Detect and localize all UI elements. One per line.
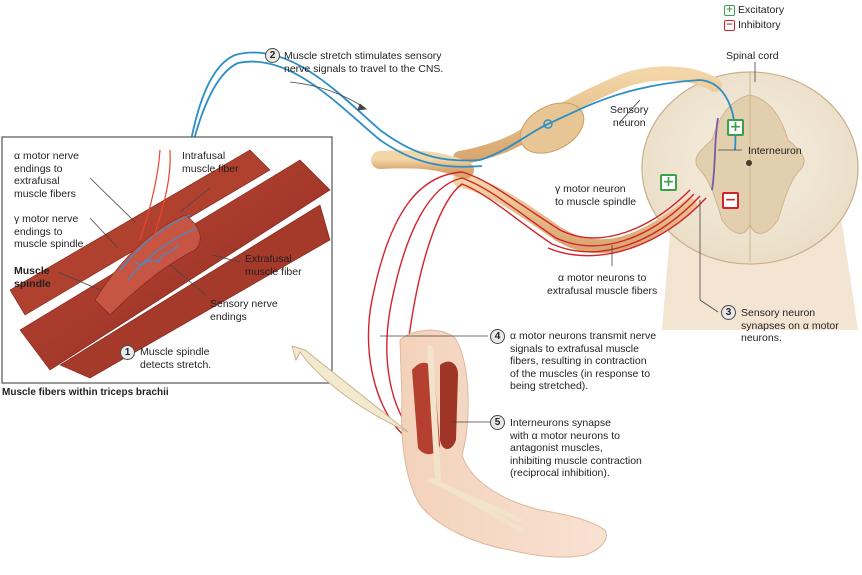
spinal-cord [641, 71, 859, 330]
step-4-badge: 4 [490, 329, 505, 344]
excitatory-legend-icon: + [724, 5, 735, 16]
sensory-neuron-path [177, 51, 737, 211]
label-interneuron: Interneuron [748, 145, 802, 157]
excitatory-synapse-icon: + [727, 119, 744, 136]
label-spinal-cord: Spinal cord [726, 50, 779, 62]
leader-lines [57, 62, 756, 423]
motor-neuron-paths [367, 171, 707, 441]
step-1-badge: 1 [120, 345, 135, 360]
inhibitory-legend-icon: − [724, 20, 735, 31]
inset-caption: Muscle fibers within triceps brachii [2, 387, 169, 398]
legend-excitatory-label: Excitatory [738, 4, 785, 16]
inset-pointer-arrow [291, 345, 409, 433]
excitatory-synapse-icon: + [660, 174, 677, 191]
arm-illustration [399, 329, 607, 558]
legend-inhibitory-label: Inhibitory [738, 19, 781, 31]
step-5-badge: 5 [490, 415, 505, 430]
step-2-badge: 2 [265, 48, 280, 63]
inhibitory-synapse-icon: − [722, 192, 739, 209]
step-3-badge: 3 [721, 305, 736, 320]
muscle-inset-panel [1, 136, 333, 384]
interneuron-path [711, 117, 719, 191]
